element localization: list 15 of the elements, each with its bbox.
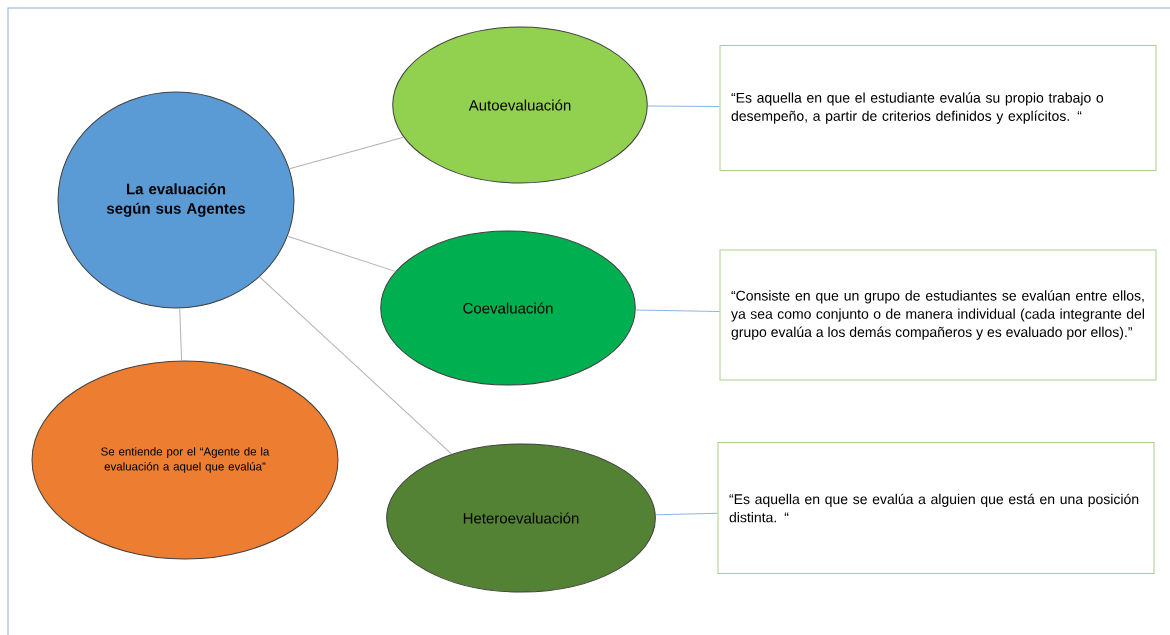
ellipse-node: Autoevaluación [392, 26, 648, 184]
connector-line [655, 512, 718, 516]
connector-line [259, 276, 453, 455]
connector-line [287, 235, 396, 272]
connector-line [635, 309, 720, 312]
connector-line [647, 105, 720, 107]
ellipse-node: Se entiende por el “Agente de la evaluación a aquel que evalúa” [31, 360, 339, 560]
connector-line [288, 136, 404, 170]
connector-line [179, 307, 183, 362]
ellipse-node: La evaluación según sus Agentes [57, 91, 295, 309]
definition-box: “Es aquella en que el estudiante evalúa su propio trabajo o desempeño, a partir de criterios definidos y explícitos. “ [719, 45, 1157, 171]
definition-box: “Consiste en que un grupo de estudiantes se evalúan entre ellos, ya sea como conjunto o de manera individual (cada integrante del grupo evalúa a los demás compañeros y es evaluado por ellos).” [719, 249, 1157, 381]
ellipse-node: Heteroevaluación [386, 443, 656, 593]
ellipse-node: Coevaluación [380, 230, 636, 386]
definition-box: “Es aquella en que se evalúa a alguien que está en una posición distinta. “ [717, 442, 1155, 574]
